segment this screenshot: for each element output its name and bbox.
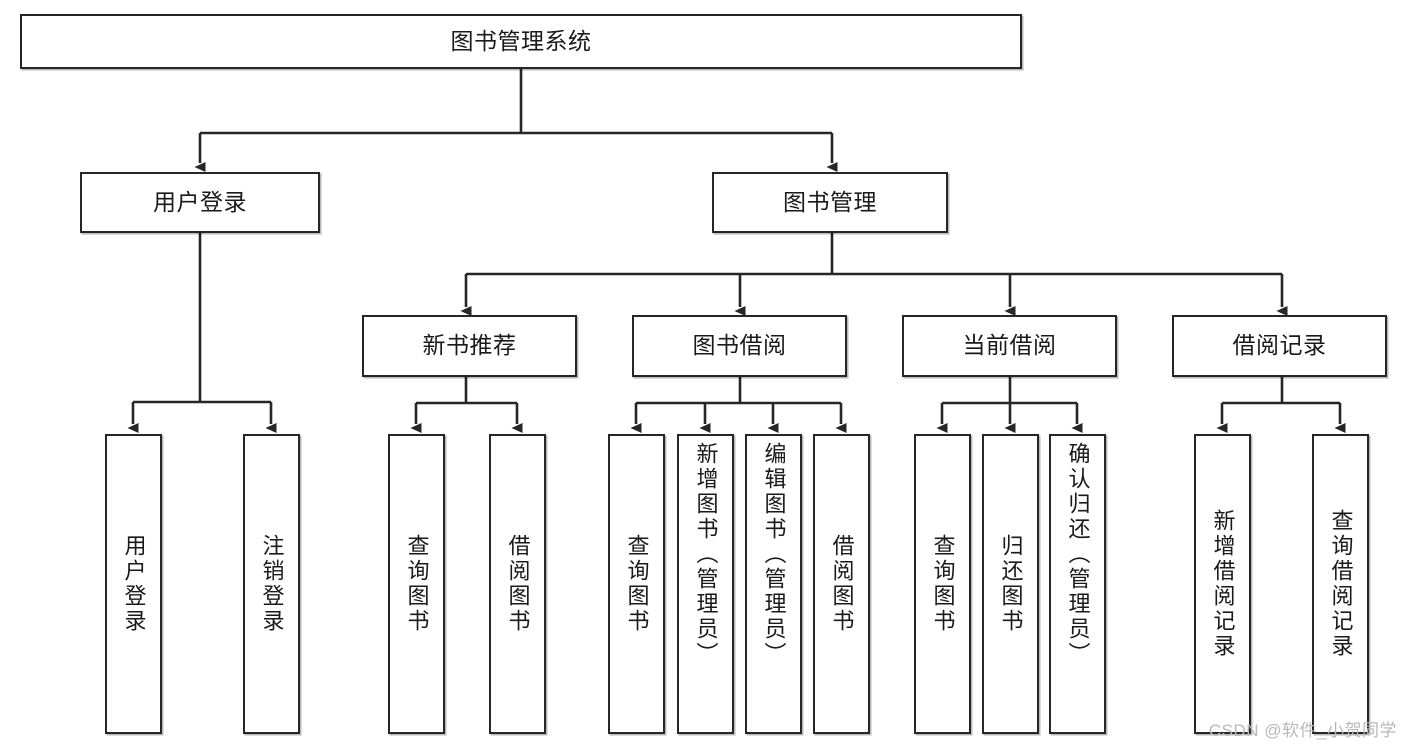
node-leaf-query-book-3[interactable]: 查询图书 [914, 434, 971, 734]
node-leaf-add-record-label: 新增借阅记录 [1210, 509, 1236, 659]
node-leaf-query-book-1-label: 查询图书 [404, 534, 430, 634]
node-leaf-confirm-return[interactable]: 确认归还（管理员） [1049, 434, 1106, 734]
node-leaf-add-book[interactable]: 新增图书（管理员） [677, 434, 734, 734]
node-leaf-add-book-label: 新增图书（管理员） [693, 442, 719, 667]
node-leaf-borrow-book-2-label: 借阅图书 [829, 534, 855, 634]
node-leaf-query-record-label: 查询借阅记录 [1328, 509, 1354, 659]
node-leaf-user-login-label: 用户登录 [121, 534, 147, 634]
node-leaf-query-book-3-label: 查询图书 [930, 534, 956, 634]
watermark: CSDN @软件_小贺同学 [1208, 721, 1397, 740]
node-book-manage-label: 图书管理 [783, 188, 877, 215]
node-leaf-borrow-book-1[interactable]: 借阅图书 [489, 434, 546, 734]
node-leaf-query-book-2[interactable]: 查询图书 [608, 434, 665, 734]
node-leaf-borrow-book-1-label: 借阅图书 [505, 534, 531, 634]
node-book-borrow[interactable]: 图书借阅 [632, 315, 847, 377]
node-leaf-logout-label: 注销登录 [259, 534, 285, 634]
node-leaf-edit-book-label: 编辑图书（管理员） [761, 442, 787, 667]
node-book-manage[interactable]: 图书管理 [712, 172, 948, 233]
node-new-book-rec-label: 新书推荐 [422, 332, 517, 359]
node-leaf-return-book-label: 归还图书 [998, 534, 1024, 634]
node-leaf-logout[interactable]: 注销登录 [243, 434, 300, 734]
node-new-book-rec[interactable]: 新书推荐 [362, 315, 577, 377]
node-current-borrow-label: 当前借阅 [962, 332, 1057, 359]
node-user-login[interactable]: 用户登录 [80, 172, 320, 233]
node-borrow-record[interactable]: 借阅记录 [1172, 315, 1387, 377]
node-current-borrow[interactable]: 当前借阅 [902, 315, 1117, 377]
node-user-login-label: 用户登录 [153, 188, 247, 215]
node-root-label: 图书管理系统 [450, 27, 592, 54]
node-leaf-query-record[interactable]: 查询借阅记录 [1312, 434, 1369, 734]
node-leaf-query-book-1[interactable]: 查询图书 [388, 434, 445, 734]
node-leaf-edit-book[interactable]: 编辑图书（管理员） [745, 434, 802, 734]
node-leaf-return-book[interactable]: 归还图书 [982, 434, 1039, 734]
node-book-borrow-label: 图书借阅 [692, 332, 787, 359]
node-leaf-query-book-2-label: 查询图书 [624, 534, 650, 634]
node-root[interactable]: 图书管理系统 [20, 14, 1022, 69]
node-leaf-user-login[interactable]: 用户登录 [105, 434, 162, 734]
node-leaf-borrow-book-2[interactable]: 借阅图书 [813, 434, 870, 734]
node-leaf-confirm-return-label: 确认归还（管理员） [1065, 442, 1091, 667]
node-borrow-record-label: 借阅记录 [1232, 332, 1327, 359]
node-leaf-add-record[interactable]: 新增借阅记录 [1194, 434, 1251, 734]
